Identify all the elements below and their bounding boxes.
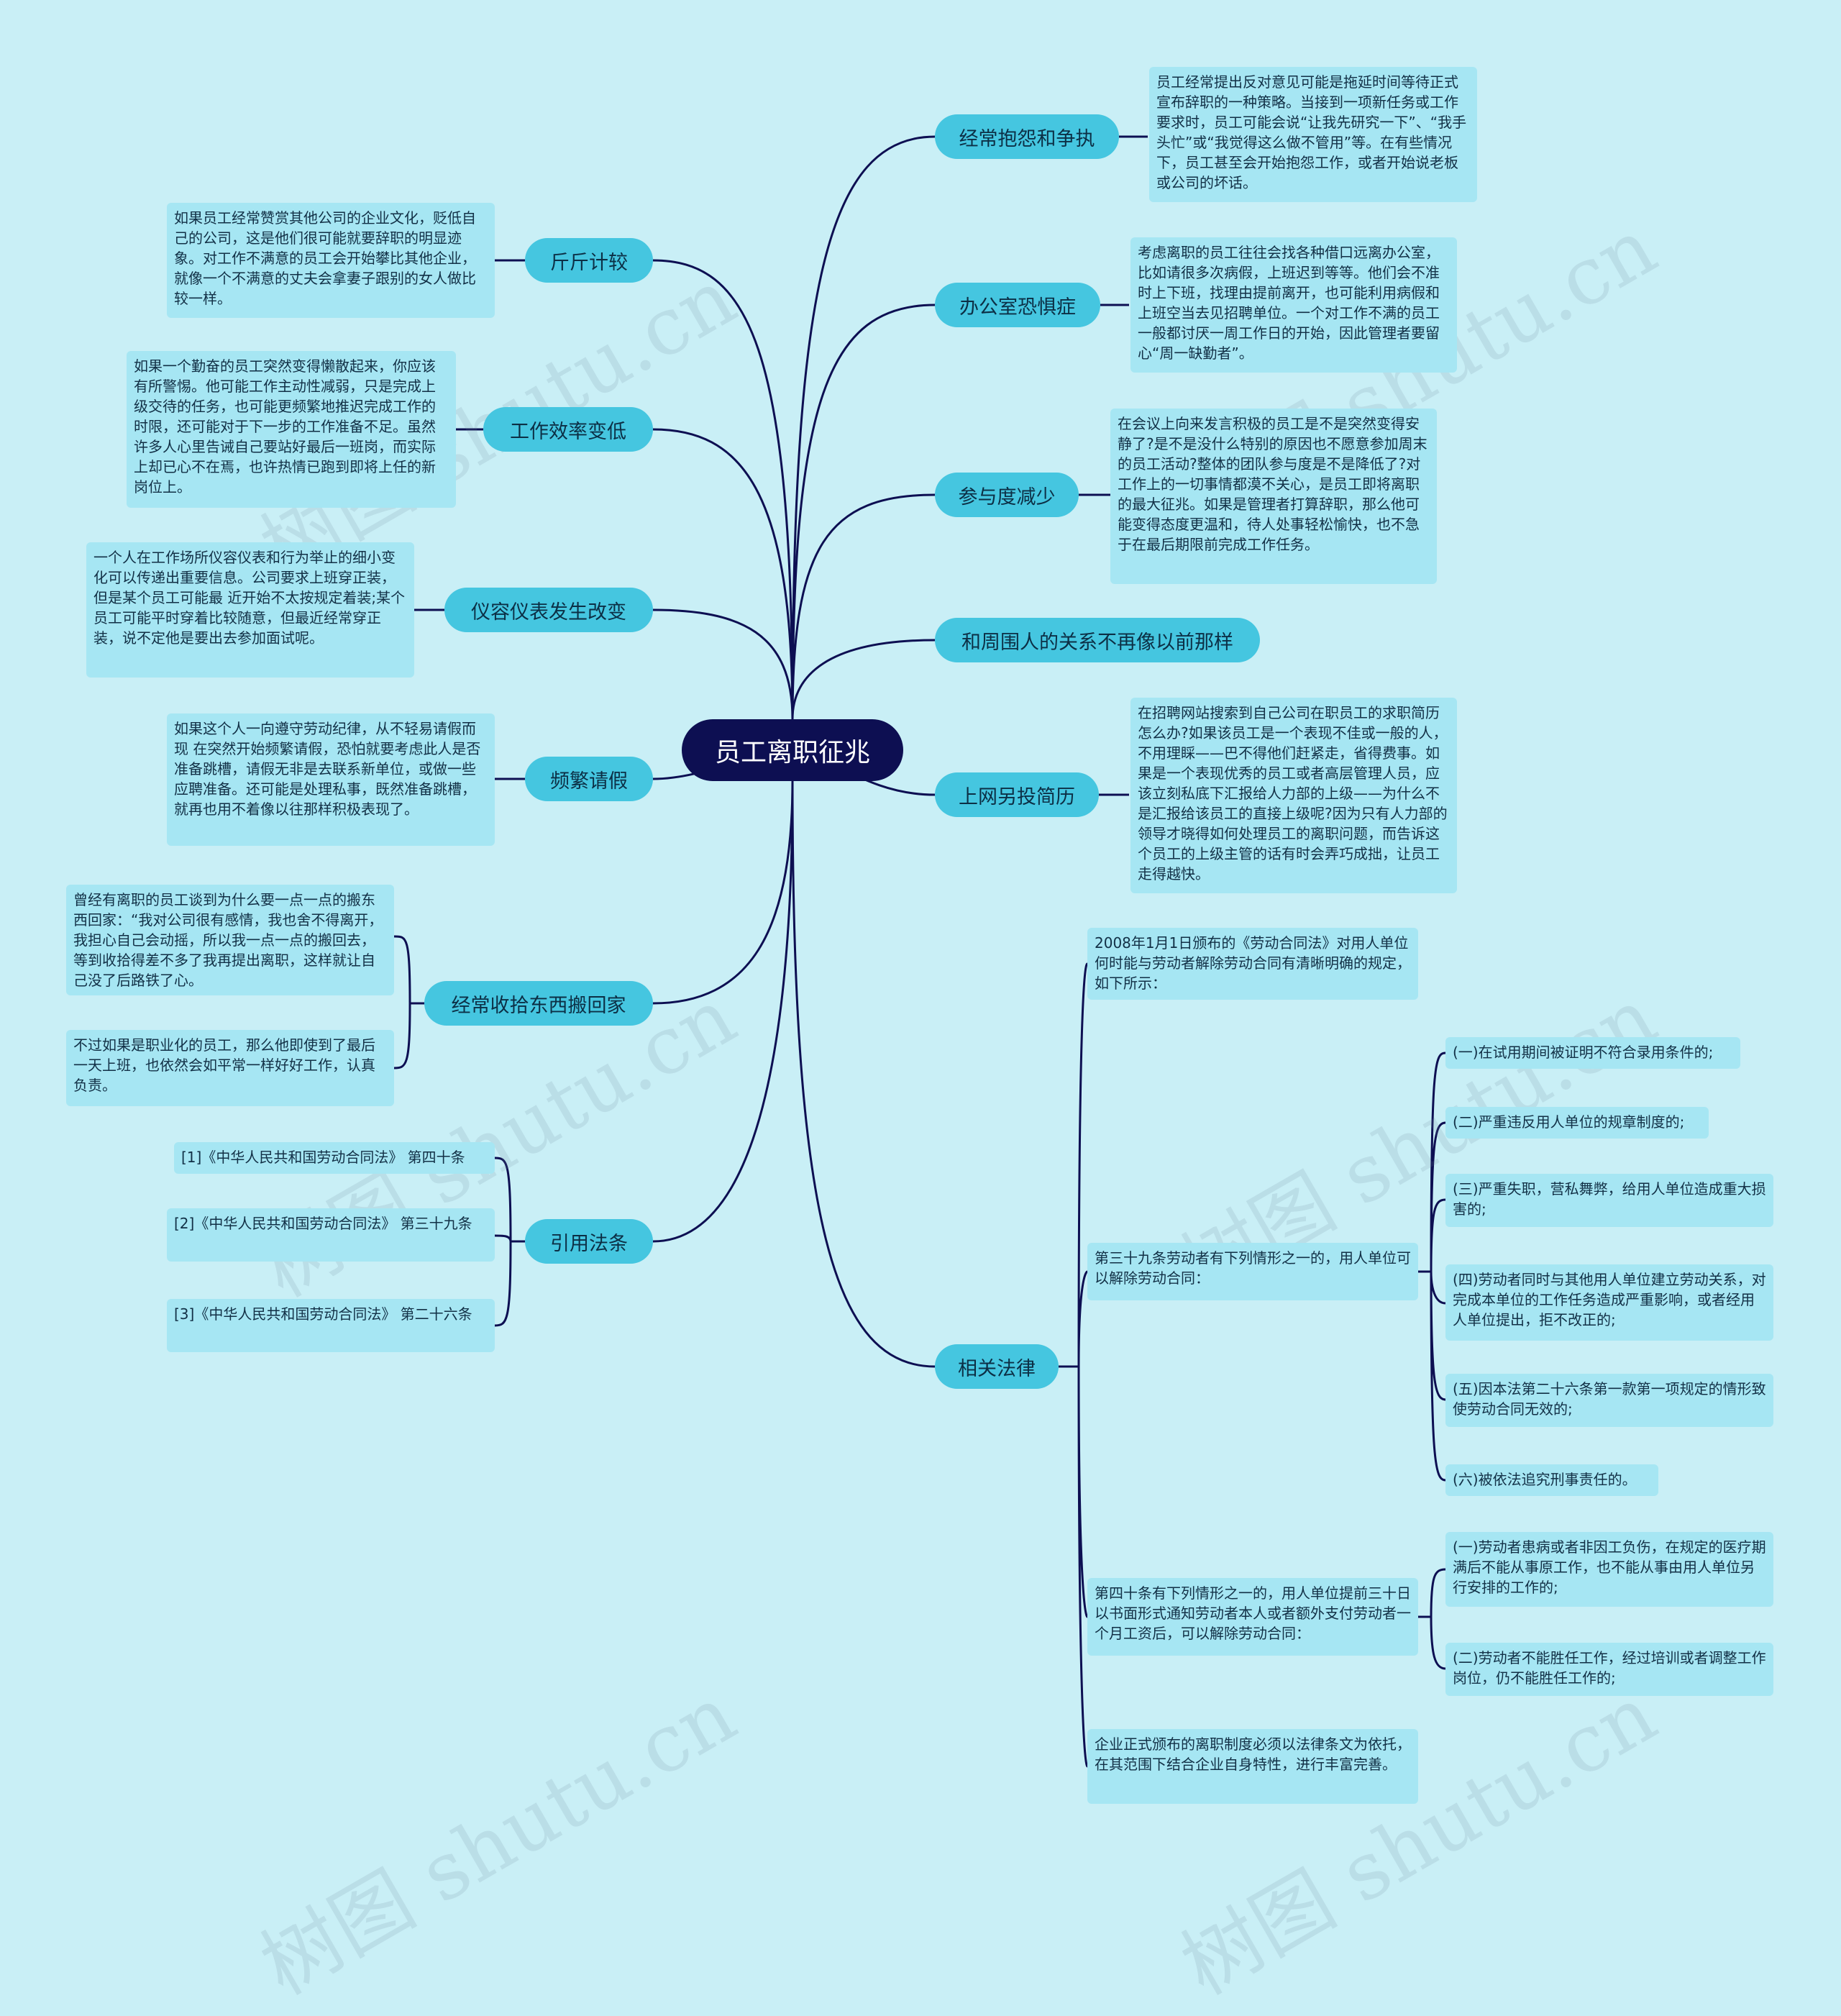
- leaf-participation: 在会议上向来发言积极的员工是不是突然变得安静了?是不是没什么特别的原因也不愿意参…: [1110, 409, 1437, 584]
- leaf-compare: 如果员工经常赞赏其他公司的企业文化，贬低自己的公司，这是他们很可能就要辞职的明显…: [167, 203, 495, 318]
- leaf-law-art40: 第四十条有下列情形之一的，用人单位提前三十日以书面形式通知劳动者本人或者额外支付…: [1087, 1578, 1418, 1656]
- leaf-law-note: 企业正式颁布的离职制度必须以法律条文为依托，在其范围下结合企业自身特性，进行丰富…: [1087, 1729, 1418, 1804]
- link-root-cite: [652, 780, 794, 1243]
- branch-office-fear[interactable]: 办公室恐惧症: [935, 283, 1100, 327]
- leaf-packing-2: 不过如果是职业化的员工，那么他即使到了最后一天上班，也依然会如平常一样好好工作，…: [66, 1030, 394, 1106]
- leaf-art39-item-2: (二)严重违反用人单位的规章制度的;: [1445, 1107, 1709, 1139]
- branch-resume[interactable]: 上网另投简历: [935, 772, 1099, 817]
- branch-appearance[interactable]: 仪容仪表发生改变: [444, 588, 653, 632]
- link-art39-bracket: [1418, 1052, 1446, 1482]
- branch-efficiency[interactable]: 工作效率变低: [483, 407, 653, 452]
- leaf-art40-item-2: (二)劳动者不能胜任工作，经过培训或者调整工作岗位，仍不能胜任工作的;: [1445, 1643, 1773, 1696]
- branch-complain[interactable]: 经常抱怨和争执: [935, 114, 1119, 159]
- leaf-cite-3: [3]《中华人民共和国劳动合同法》 第二十六条: [167, 1299, 495, 1352]
- leaf-art39-item-1: (一)在试用期间被证明不符合录用条件的;: [1445, 1037, 1740, 1069]
- link-root-compare: [652, 259, 794, 720]
- leaf-resume: 在招聘网站搜索到自己公司在职员工的求职简历怎么办?如果该员工是一个表现不佳或一般…: [1130, 698, 1457, 893]
- link-root-efficiency: [652, 428, 794, 720]
- leaf-cite-1: [1]《中华人民共和国劳动合同法》 第四十条: [174, 1142, 495, 1174]
- leaf-art39-item-4: (四)劳动者同时与其他用人单位建立劳动关系，对完成本单位的工作任务造成严重影响，…: [1445, 1264, 1773, 1341]
- leaf-packing-1: 曾经有离职的员工谈到为什么要一点一点的搬东西回家：“我对公司很有感情，我也舍不得…: [66, 885, 394, 995]
- link-root-relations: [791, 639, 936, 720]
- branch-compare[interactable]: 斤斤计较: [525, 238, 653, 283]
- link-root-office: [791, 304, 936, 720]
- leaf-art39-item-6: (六)被依法追究刑事责任的。: [1445, 1464, 1658, 1496]
- leaf-art39-item-3: (三)严重失职，营私舞弊，给用人单位造成重大损害的;: [1445, 1174, 1773, 1227]
- branch-leave[interactable]: 频繁请假: [525, 757, 653, 801]
- branch-participation[interactable]: 参与度减少: [935, 473, 1079, 517]
- link-root-packing: [652, 780, 794, 1005]
- link-root-appearance: [652, 608, 794, 720]
- leaf-art39-item-5: (五)因本法第二十六条第一款第一项规定的情形致使劳动合同无效的;: [1445, 1374, 1773, 1427]
- connector-lines: [393, 135, 1446, 1768]
- leaf-office-fear: 考虑离职的员工往往会找各种借口远离办公室，比如请很多次病假，上班迟到等等。他们会…: [1130, 237, 1457, 373]
- link-art40-bracket: [1418, 1568, 1446, 1670]
- leaf-cite-2: [2]《中华人民共和国劳动合同法》 第三十九条: [167, 1208, 495, 1262]
- branch-packing[interactable]: 经常收拾东西搬回家: [424, 981, 653, 1026]
- leaf-law-art39: 第三十九条劳动者有下列情形之一的，用人单位可以解除劳动合同：: [1087, 1243, 1418, 1300]
- leaf-leave: 如果这个人一向遵守劳动纪律，从不轻易请假而现 在突然开始频繁请假，恐怕就要考虑此…: [167, 713, 495, 846]
- branch-law[interactable]: 相关法律: [935, 1344, 1059, 1389]
- leaf-law-intro: 2008年1月1日颁布的《劳动合同法》对用人单位何时能与劳动者解除劳动合同有清晰…: [1087, 928, 1418, 1000]
- leaf-art40-item-1: (一)劳动者患病或者非因工负伤，在规定的医疗期满后不能从事原工作，也不能从事由用…: [1445, 1532, 1773, 1607]
- link-root-participation: [791, 493, 936, 720]
- leaf-complain: 员工经常提出反对意见可能是拖延时间等待正式宣布辞职的一种策略。当接到一项新任务或…: [1149, 67, 1477, 202]
- link-root-complain: [791, 135, 936, 720]
- leaf-appearance: 一个人在工作场所仪容仪表和行为举止的细小变化可以传递出重要信息。公司要求上班穿正…: [86, 542, 414, 678]
- link-root-law: [791, 780, 936, 1368]
- link-law-bracket: [1059, 962, 1089, 1768]
- root-node[interactable]: 员工离职征兆: [682, 719, 903, 781]
- link-packing-bracket: [393, 935, 424, 1069]
- branch-relations[interactable]: 和周围人的关系不再像以前那样: [935, 618, 1260, 662]
- leaf-efficiency: 如果一个勤奋的员工突然变得懒散起来，你应该有所警惕。他可能工作主动性减弱，只是完…: [127, 351, 456, 508]
- branch-cite[interactable]: 引用法条: [525, 1219, 653, 1264]
- link-cite-bracket: [494, 1157, 525, 1327]
